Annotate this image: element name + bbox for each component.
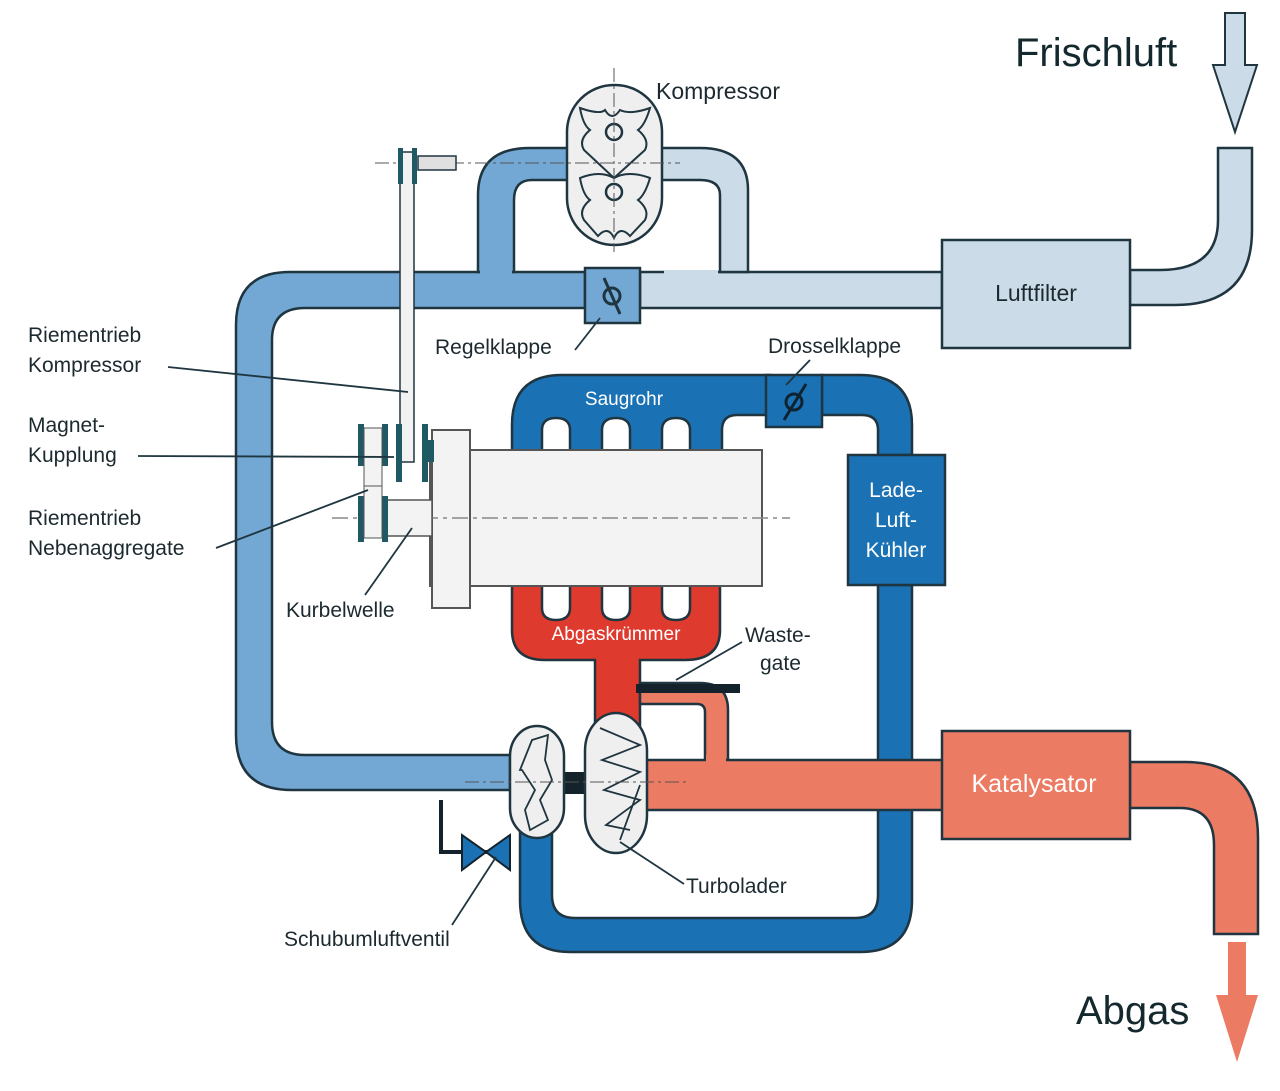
filter-to-valve-pipe xyxy=(638,270,944,310)
intercooler-label-2: Luft- xyxy=(875,509,917,532)
catalytic-converter-label: Katalysator xyxy=(971,770,1096,798)
kompressor: Kompressor xyxy=(375,68,780,252)
pipe-joint xyxy=(664,270,718,276)
exhaust-manifold xyxy=(510,583,722,732)
compressor-belt xyxy=(398,148,457,463)
turbine-wheel-icon xyxy=(599,727,643,841)
charge-air-duct xyxy=(510,373,914,954)
throttle-valve-label: Drosselklappe xyxy=(768,335,901,358)
schubumluftventil xyxy=(439,800,511,872)
magnetic-clutch-flange xyxy=(422,424,428,482)
compressor-rotor-bottom xyxy=(578,173,652,241)
fresh-air-label: Frischluft xyxy=(1015,31,1177,75)
wastegate-flap xyxy=(636,684,740,693)
wastegate-bypass-pipe xyxy=(638,681,730,762)
leader-line xyxy=(574,317,601,351)
leader-line xyxy=(215,489,369,549)
control-flap-label: Regelklappe xyxy=(435,336,552,359)
crankshaft xyxy=(384,499,433,537)
pulley-flange xyxy=(412,148,417,184)
leader-line xyxy=(675,641,743,681)
wastegate-label-1: Waste- xyxy=(745,624,811,647)
leader-line xyxy=(167,366,409,393)
leader-line xyxy=(364,527,413,596)
control-flap-blade xyxy=(602,277,622,315)
ladeluftkuehler: Lade- Luft- Kühler xyxy=(846,453,947,587)
pulley-flange xyxy=(382,496,388,542)
accessory-belt-label-2: Nebenaggregate xyxy=(28,537,184,560)
magnetic-clutch-label-2: Kupplung xyxy=(28,444,117,467)
regelklappe xyxy=(583,266,642,325)
compressor-wheel-icon xyxy=(518,733,553,832)
bypass-valve-icon xyxy=(461,833,488,872)
compressor-belt-label-1: Riementrieb xyxy=(28,324,141,347)
wastegate-label-2: gate xyxy=(760,652,801,675)
pipe-joint xyxy=(706,755,726,765)
turbolader xyxy=(465,711,690,855)
abgas-arrow: Abgas xyxy=(1076,942,1258,1062)
pulley-flange xyxy=(398,148,403,184)
exhaust-manifold-label: Abgaskrümmer xyxy=(552,624,681,645)
compressor-outlet-pipe xyxy=(476,146,577,274)
compressor-belt-label-2: Kompressor xyxy=(28,354,141,377)
compressor-inlet-pipe xyxy=(658,146,750,274)
frischluft-arrow: Frischluft xyxy=(1015,12,1259,136)
intake-manifold xyxy=(510,373,772,457)
intercooler-label-1: Lade- xyxy=(869,479,923,502)
pulley-flange xyxy=(382,424,388,466)
throttle-valve-icon xyxy=(784,392,804,412)
air-filter-label: Luftfilter xyxy=(995,280,1077,306)
accessory-belt xyxy=(363,485,383,539)
leader-line xyxy=(137,455,395,458)
left-air-loop xyxy=(234,270,587,792)
engine xyxy=(332,424,790,609)
leader-line xyxy=(785,359,811,386)
turbo-shaft xyxy=(560,772,590,794)
katalysator: Katalysator xyxy=(940,729,1132,841)
turbine-outlet-pipe xyxy=(643,758,947,812)
magnetic-clutch-hub xyxy=(428,440,434,462)
exhaust-arrow-icon xyxy=(1216,942,1258,1062)
exhaust-system xyxy=(510,583,1260,936)
exhaust-label: Abgas xyxy=(1076,989,1189,1033)
fresh-air-inlet-pipe xyxy=(1128,146,1254,307)
intake-manifold-label: Saugrohr xyxy=(585,389,664,410)
air-filter: Luftfilter xyxy=(940,238,1132,350)
flywheel-plate xyxy=(431,429,471,609)
compressor-label: Kompressor xyxy=(656,78,780,104)
accessory-belt-label-1: Riementrieb xyxy=(28,507,141,530)
catalytic-converter-box xyxy=(940,729,1132,841)
air-filter-box xyxy=(940,238,1132,350)
bypass-valve-label: Schubumluftventil xyxy=(284,928,450,951)
charge-air-return-pipe xyxy=(518,583,914,954)
control-flap-icon xyxy=(602,286,622,306)
supercharged-air-duct xyxy=(234,146,587,792)
pulley-flange xyxy=(358,424,364,466)
magnetic-clutch-label-1: Magnet- xyxy=(28,414,105,437)
compressor-shaft xyxy=(417,155,457,171)
throttle-to-cooler-pipe xyxy=(820,373,914,457)
leader-line xyxy=(451,856,497,926)
pulley-flange xyxy=(358,496,364,542)
turbocharger-label: Turbolader xyxy=(686,875,787,898)
crankshaft-label: Kurbelwelle xyxy=(286,599,395,622)
belt xyxy=(399,151,415,463)
fresh-air-arrow-icon xyxy=(1211,12,1259,136)
intercooler-box xyxy=(846,453,947,587)
compressor-rotor-top xyxy=(578,106,652,180)
exhaust-outlet-pipe xyxy=(1128,760,1260,936)
pipe-joint xyxy=(480,268,512,276)
leader-line xyxy=(619,841,685,885)
drosselklappe xyxy=(764,373,824,429)
magnetic-clutch-flange xyxy=(396,424,402,482)
bypass-valve-icon xyxy=(484,833,511,872)
throttle-blade xyxy=(782,383,808,421)
intercooler-label-3: Kühler xyxy=(866,539,927,562)
